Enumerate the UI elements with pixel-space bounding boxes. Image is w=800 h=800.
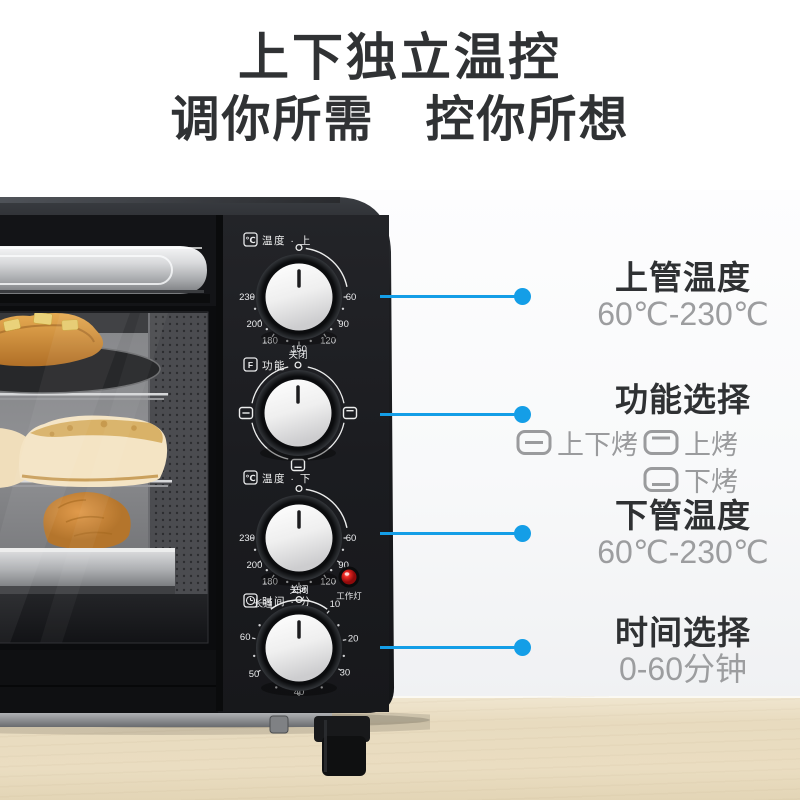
function-option-top: 上烤 xyxy=(643,423,738,462)
annotation-subtitle: 60℃-230℃ xyxy=(597,296,769,332)
headline-line1: 上下独立温控 xyxy=(237,29,562,86)
function-option-bottom: 下烤 xyxy=(643,460,738,499)
svg-text:工作灯: 工作灯 xyxy=(336,591,362,601)
callout-dot-function xyxy=(514,406,531,423)
callout-line-upper-temp xyxy=(380,295,523,298)
svg-text:60: 60 xyxy=(240,632,251,643)
svg-text:200: 200 xyxy=(246,319,262,330)
svg-text:230: 230 xyxy=(239,292,255,303)
callout-dot-timer xyxy=(514,639,531,656)
svg-text:功能: 功能 xyxy=(262,359,286,372)
annotation-subtitle: 60℃-230℃ xyxy=(597,534,769,570)
svg-text:温度 · 上: 温度 · 上 xyxy=(262,234,312,247)
baking-tray xyxy=(0,548,175,552)
function-option-label: 上烤 xyxy=(684,430,738,460)
annotation-title: 功能选择 xyxy=(615,381,751,418)
callout-line-lower-temp xyxy=(380,532,523,535)
svg-text:℃: ℃ xyxy=(245,473,255,483)
svg-text:长通: 长通 xyxy=(254,598,274,610)
annotation-function: 功能选择 xyxy=(558,381,800,418)
svg-text:120: 120 xyxy=(320,335,336,346)
annotation-upper-temp: 上管温度 60℃-230℃ xyxy=(558,259,800,332)
annotation-title: 下管温度 xyxy=(615,497,751,534)
svg-text:50: 50 xyxy=(249,669,260,680)
headline: 上下独立温控 调你所需 控你所想 xyxy=(0,28,800,150)
svg-text:180: 180 xyxy=(262,576,278,587)
control-panel: ℃ 温度 · 上 F 功能 ℃ 温度 · 下 时间 · 分 6090120150… xyxy=(216,215,389,712)
svg-text:60: 60 xyxy=(346,292,357,303)
callout-line-function xyxy=(380,413,523,416)
panel-section-upper-temp: ℃ 温度 · 上 xyxy=(243,232,312,247)
svg-text:150: 150 xyxy=(291,344,307,355)
panel-section-lower-temp: ℃ 温度 · 下 xyxy=(243,470,312,485)
svg-text:200: 200 xyxy=(246,560,262,571)
annotation-timer: 时间选择 0-60分钟 xyxy=(558,614,800,687)
function-option-label: 上下烤 xyxy=(557,430,638,460)
clock-icon xyxy=(245,595,256,606)
svg-text:10: 10 xyxy=(330,599,341,610)
door-handle xyxy=(0,246,210,303)
heat-both-icon xyxy=(516,430,552,455)
svg-text:关闭: 关闭 xyxy=(289,584,308,596)
svg-text:温度 · 下: 温度 · 下 xyxy=(262,472,312,485)
svg-text:150: 150 xyxy=(291,585,307,596)
callout-dot-lower-temp xyxy=(514,525,531,542)
svg-text:20: 20 xyxy=(348,634,359,645)
heat-top-icon xyxy=(643,430,679,455)
annotation-title: 时间选择 xyxy=(615,614,751,651)
annotation-lower-temp: 下管温度 60℃-230℃ xyxy=(558,497,800,570)
svg-text:90: 90 xyxy=(338,560,349,571)
svg-text:℃: ℃ xyxy=(245,235,255,245)
food-bun xyxy=(43,491,131,549)
oven-photo: ℃ 温度 · 上 F 功能 ℃ 温度 · 下 时间 · 分 6090120150… xyxy=(0,197,430,776)
callout-dot-upper-temp xyxy=(514,288,531,305)
oven-interior xyxy=(0,313,208,643)
function-option-both: 上下烤 xyxy=(516,423,638,462)
annotation-subtitle: 0-60分钟 xyxy=(618,651,748,687)
svg-text:230: 230 xyxy=(239,533,255,544)
svg-text:180: 180 xyxy=(262,335,278,346)
heat-bottom-icon xyxy=(643,467,679,492)
headline-line2: 调你所需 控你所想 xyxy=(170,93,630,147)
svg-text:90: 90 xyxy=(338,319,349,330)
knob-function: 关闭 xyxy=(238,349,358,472)
oven-feet xyxy=(0,713,370,776)
function-option-label: 下烤 xyxy=(684,467,738,497)
annotation-title: 上管温度 xyxy=(615,259,751,296)
oven-rack xyxy=(0,393,168,396)
callout-line-timer xyxy=(380,646,523,649)
svg-text:关闭: 关闭 xyxy=(288,349,307,361)
work-light: 工作灯 xyxy=(336,566,362,601)
svg-text:F: F xyxy=(248,360,253,370)
svg-text:120: 120 xyxy=(320,576,336,587)
panel-section-function: F 功能 xyxy=(243,357,286,372)
svg-text:30: 30 xyxy=(340,668,351,679)
svg-text:60: 60 xyxy=(346,533,357,544)
oven-door xyxy=(0,215,218,713)
